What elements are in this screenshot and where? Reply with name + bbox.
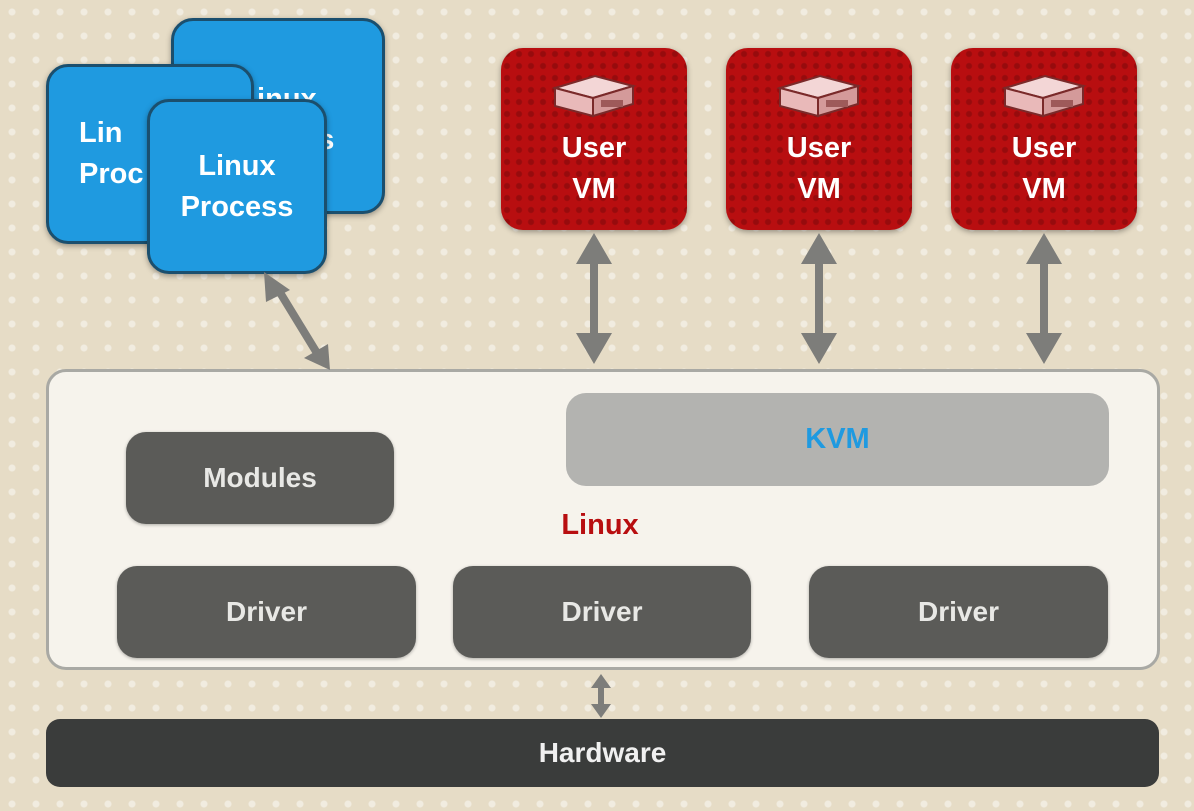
- modules-box: Modules: [126, 432, 394, 524]
- driver-box-1: Driver: [117, 566, 416, 658]
- linux-process-label: Linux Process: [180, 149, 294, 223]
- user-vm-label: User VM: [1011, 132, 1077, 205]
- driver-label: Driver: [226, 596, 307, 627]
- driver-label: Driver: [561, 596, 643, 627]
- driver-box-3: Driver: [809, 566, 1108, 658]
- hardware-label: Hardware: [538, 737, 667, 768]
- user-vm-1: User VM: [501, 48, 687, 230]
- server-icon: [1001, 74, 1087, 118]
- driver-box-2: Driver: [453, 566, 751, 658]
- user-vm-label: User VM: [786, 132, 852, 205]
- linux-process-card-front: Linux Process: [147, 99, 327, 274]
- modules-label: Modules: [203, 462, 317, 493]
- kvm-module: KVM: [566, 393, 1109, 486]
- double-arrow-icon: [591, 674, 611, 718]
- user-vm-2: User VM: [726, 48, 912, 230]
- linux-process-label: Lin Proc: [79, 117, 144, 190]
- user-vm-3: User VM: [951, 48, 1137, 230]
- hardware-bar: Hardware: [46, 719, 1159, 787]
- server-icon: [776, 74, 862, 118]
- user-vm-label: User VM: [561, 132, 627, 205]
- server-icon: [551, 74, 637, 118]
- driver-label: Driver: [918, 596, 999, 627]
- kvm-label: KVM: [805, 423, 870, 455]
- double-arrow-icon: [801, 233, 837, 364]
- double-arrow-icon: [1026, 233, 1062, 364]
- double-arrow-icon: [264, 272, 330, 370]
- double-arrow-icon: [576, 233, 612, 364]
- linux-label: Linux: [561, 508, 639, 541]
